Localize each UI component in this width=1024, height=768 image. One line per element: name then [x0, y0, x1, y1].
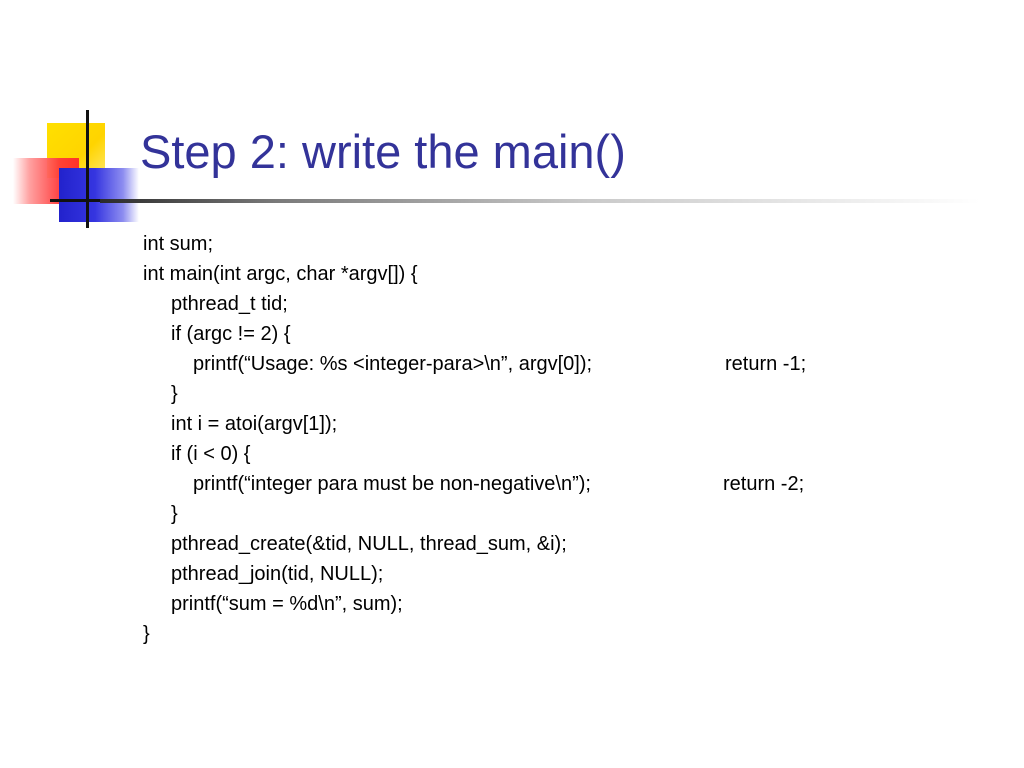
- slide-title: Step 2: write the main(): [140, 125, 626, 178]
- code-line: printf(“sum = %d\n”, sum);: [143, 589, 1003, 619]
- code-line: int main(int argc, char *argv[]) {: [143, 259, 1003, 289]
- code-line: }: [143, 499, 1003, 529]
- code-line: pthread_join(tid, NULL);: [143, 559, 1003, 589]
- logo-horizontal-line: [50, 199, 130, 202]
- code-line: pthread_create(&tid, NULL, thread_sum, &…: [143, 529, 1003, 559]
- code-line: if (argc != 2) {: [143, 319, 1003, 349]
- code-line: }: [143, 379, 1003, 409]
- code-text: }: [171, 503, 178, 525]
- code-line: int sum;: [143, 229, 1003, 259]
- code-line: if (i < 0) {: [143, 439, 1003, 469]
- code-text: }: [143, 623, 150, 645]
- code-text: printf(“sum = %d\n”, sum);: [171, 593, 403, 615]
- title-underline-rule: [100, 199, 980, 203]
- code-text: }: [171, 383, 178, 405]
- logo-vertical-line: [86, 110, 89, 228]
- code-block: int sum; int main(int argc, char *argv[]…: [143, 229, 1003, 649]
- code-line: printf(“integer para must be non-negativ…: [143, 469, 1003, 499]
- code-line: pthread_t tid;: [143, 289, 1003, 319]
- code-line: printf(“Usage: %s <integer-para>\n”, arg…: [143, 349, 1003, 379]
- code-text: pthread_join(tid, NULL);: [171, 563, 384, 585]
- code-text: int sum;: [143, 233, 214, 255]
- code-text: pthread_t tid;: [171, 293, 288, 315]
- code-line: }: [143, 619, 1003, 649]
- code-text: printf(“integer para must be non-negativ…: [193, 473, 591, 495]
- code-text: if (i < 0) {: [171, 443, 251, 465]
- code-tail: return -1;: [725, 353, 807, 375]
- logo-blue-square: [59, 168, 139, 222]
- code-tail: return -2;: [723, 473, 805, 495]
- code-text: int main(int argc, char *argv[]) {: [143, 263, 418, 285]
- code-text: if (argc != 2) {: [171, 323, 291, 345]
- code-text: int i = atoi(argv[1]);: [171, 413, 338, 435]
- code-text: printf(“Usage: %s <integer-para>\n”, arg…: [193, 353, 593, 375]
- decorative-logo-blocks: [0, 0, 150, 240]
- code-text: pthread_create(&tid, NULL, thread_sum, &…: [171, 533, 567, 555]
- code-line: int i = atoi(argv[1]);: [143, 409, 1003, 439]
